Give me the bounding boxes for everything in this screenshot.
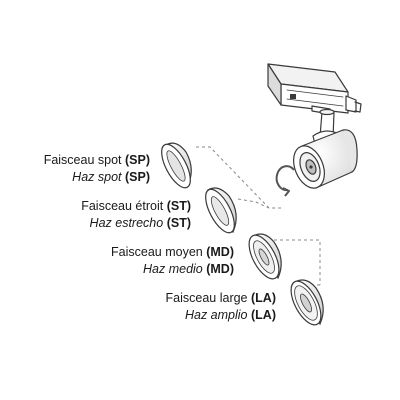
beam-name-fr: Faisceau large [165, 291, 248, 305]
beam-name-fr: Faisceau spot [43, 153, 122, 167]
beam-name-es: Haz estrecho [89, 216, 164, 230]
beam-name-fr: Faisceau moyen [111, 245, 203, 259]
track-spotlight-icon [267, 63, 362, 189]
spot-reflector-icon [161, 142, 192, 189]
beam-label-narrow: Faisceau étroit (ST) Haz estrecho (ST) [81, 198, 191, 232]
beam-code-es: (MD) [206, 262, 234, 276]
beam-label-fr: Faisceau étroit (ST) [81, 198, 191, 215]
beam-code-es: (SP) [125, 170, 150, 184]
beam-code-fr: (ST) [166, 199, 191, 213]
beam-name-es: Haz spot [72, 170, 122, 184]
beam-label-es: Haz estrecho (ST) [81, 215, 191, 232]
beam-code-es: (ST) [166, 216, 191, 230]
beam-name-es: Haz amplio [184, 308, 248, 322]
rotate-arrow-icon [275, 165, 295, 197]
beam-label-es: Haz amplio (LA) [166, 307, 276, 324]
beam-name-fr: Faisceau étroit [81, 199, 164, 213]
beam-label-medium: Faisceau moyen (MD) Haz medio (MD) [111, 244, 234, 278]
beam-label-wide: Faisceau large (LA) Haz amplio (LA) [166, 290, 276, 324]
beam-label-fr: Faisceau large (LA) [166, 290, 276, 307]
beam-label-es: Haz medio (MD) [111, 261, 234, 278]
beam-code-fr: (LA) [251, 291, 276, 305]
medium-reflector-icon [248, 233, 282, 280]
beam-label-spot: Faisceau spot (SP) Haz spot (SP) [44, 152, 150, 186]
beam-label-fr: Faisceau spot (SP) [44, 152, 150, 169]
beam-code-fr: (MD) [206, 245, 234, 259]
beam-name-es: Haz medio [143, 262, 203, 276]
narrow-reflector-icon [205, 187, 237, 234]
beam-label-es: Haz spot (SP) [44, 169, 150, 186]
beam-code-es: (LA) [251, 308, 276, 322]
beam-code-fr: (SP) [125, 153, 150, 167]
wide-reflector-icon [290, 279, 324, 326]
beam-label-fr: Faisceau moyen (MD) [111, 244, 234, 261]
